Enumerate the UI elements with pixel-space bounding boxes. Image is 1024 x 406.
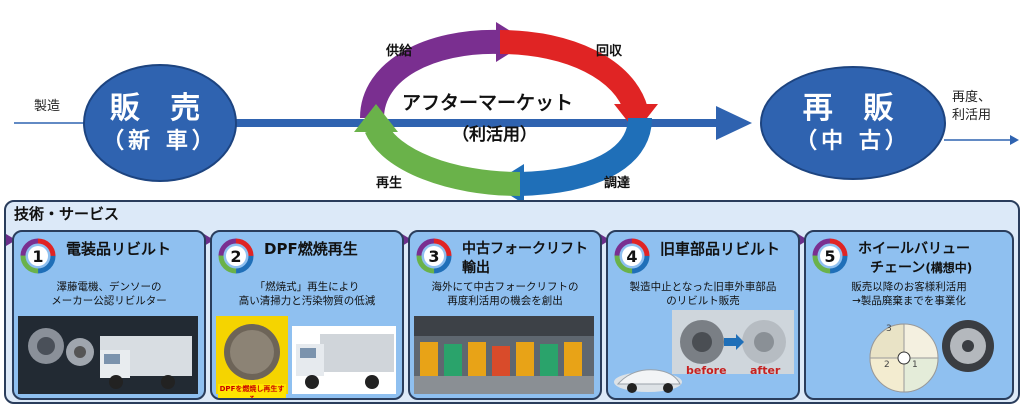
card-desc-1: 製造中止となった旧車外車部品: [629, 281, 777, 293]
cycle-label-procure: 調達: [604, 176, 631, 191]
card-connector-2: [204, 234, 214, 246]
photo-before-after-parts: [614, 310, 794, 393]
card-desc-2: 高い清掃力と汚染物質の低減: [238, 295, 376, 307]
inflow-label: 製造: [34, 99, 61, 114]
cycle-arrow-supply: [360, 29, 501, 119]
card-connector-3: [402, 234, 412, 246]
cycle-badge-icon: 3: [416, 238, 452, 274]
service-card-forklift-export: 3 中古フォークリフト 輸出 海外にて中古フォークリフトの 再度利活用の機会を創…: [408, 230, 602, 400]
svg-text:1: 1: [32, 247, 43, 266]
after-label: after: [750, 364, 781, 377]
svg-text:2: 2: [230, 247, 241, 266]
cycle-label-collect: 回収: [596, 44, 623, 59]
card-desc-2: メーカー公認リビルター: [51, 295, 167, 307]
svg-text:5: 5: [824, 247, 835, 266]
pie-label-2: 2: [884, 360, 890, 370]
node-new-car-sales: 販 売 （新 車）: [83, 64, 237, 182]
flow-diagram: [14, 22, 1019, 200]
cycle-title: アフターマーケット: [402, 92, 574, 114]
photo-dpf-filter-truck: [216, 316, 396, 394]
cycle-badge-icon: 4: [614, 238, 650, 274]
main-flow-bar: [230, 119, 720, 127]
card-connector-4: [600, 234, 610, 246]
pie-label-3: 3: [886, 324, 892, 334]
node-new-car-sales-title: 販 売: [109, 91, 211, 126]
service-card-wheel-value-chain: 5 ホイールバリュー チェーン(構想中) 販売以降のお客様利活用 →製品廃棄まで…: [804, 230, 1014, 400]
cycle-label-regenerate: 再生: [376, 176, 403, 191]
cycle-badge-icon: 2: [218, 238, 254, 274]
card-desc-1: 「燃焼式」再生により: [254, 281, 360, 293]
pie-label-1: 1: [912, 360, 918, 370]
photo-alternator-truck: [18, 316, 198, 394]
card-desc-1: 澤藤電機、デンソーの: [56, 281, 162, 293]
card-desc-2: →製品廃棄までを事業化: [852, 295, 966, 307]
service-card-dpf-regeneration: 2 DPF燃焼再生 「燃焼式」再生により 高い清掃力と汚染物質の低減 DPFを燃…: [210, 230, 404, 400]
node-used-resale: 再 販 （中 古）: [760, 66, 946, 180]
cycle-arrow-procure: [519, 116, 652, 196]
cycle-arrowhead-regenerate: [354, 104, 398, 132]
svg-text:3: 3: [428, 247, 439, 266]
cycle-label-supply: 供給: [386, 44, 413, 59]
card-connector-5: [798, 234, 808, 246]
card-desc-2: 再度利活用の機会を創出: [447, 295, 563, 307]
card-title: 中古フォークリフト: [462, 241, 588, 257]
cycle-arrow-collect: [499, 30, 648, 114]
node-used-resale-title: 再 販: [802, 91, 904, 126]
service-card-electrical-rebuild: 1 電装品リビルト 澤藤電機、デンソーの メーカー公認リビルター: [12, 230, 206, 400]
dpf-photo-caption: DPFを燃焼し再生する: [218, 384, 286, 398]
cycle-badge-icon: 5: [812, 238, 848, 274]
cycle-subtitle: （利活用）: [452, 125, 537, 145]
card-desc-1: 海外にて中古フォークリフトの: [431, 281, 579, 293]
card-title-line2: 輸出: [462, 260, 490, 276]
card-desc-1: 販売以降のお客様利活用: [851, 281, 967, 293]
node-new-car-sales-sub: （新 車）: [102, 129, 218, 154]
card-title: 電装品リビルト: [66, 240, 172, 258]
cycle-arrow-regenerate: [365, 122, 521, 196]
before-label: before: [686, 364, 727, 377]
card-connector-1: [6, 234, 16, 246]
card-title: DPF燃焼再生: [264, 240, 358, 258]
card-title-line2: チェーン(構想中): [870, 260, 973, 276]
photo-forklift-yard: [414, 316, 594, 394]
photo-wheel-cycle: [869, 320, 994, 393]
cycle-badge-icon: 1: [20, 238, 56, 274]
outflow-arrowhead: [1010, 135, 1019, 145]
outflow-label-1: 再度、: [952, 90, 992, 105]
main-flow-arrowhead: [716, 106, 752, 140]
svg-text:4: 4: [626, 247, 637, 266]
node-used-resale-sub: （中 古）: [795, 129, 911, 154]
outflow-label-2: 利活用: [952, 108, 992, 123]
card-title: 旧車部品リビルト: [660, 240, 781, 258]
card-title: ホイールバリュー: [858, 241, 970, 257]
services-title: 技術・サービス: [14, 205, 120, 223]
service-card-classic-parts-rebuild: 4 旧車部品リビルト 製造中止となった旧車外車部品 のリビルト販売 before…: [606, 230, 800, 400]
card-desc-2: のリビルト販売: [666, 295, 740, 307]
